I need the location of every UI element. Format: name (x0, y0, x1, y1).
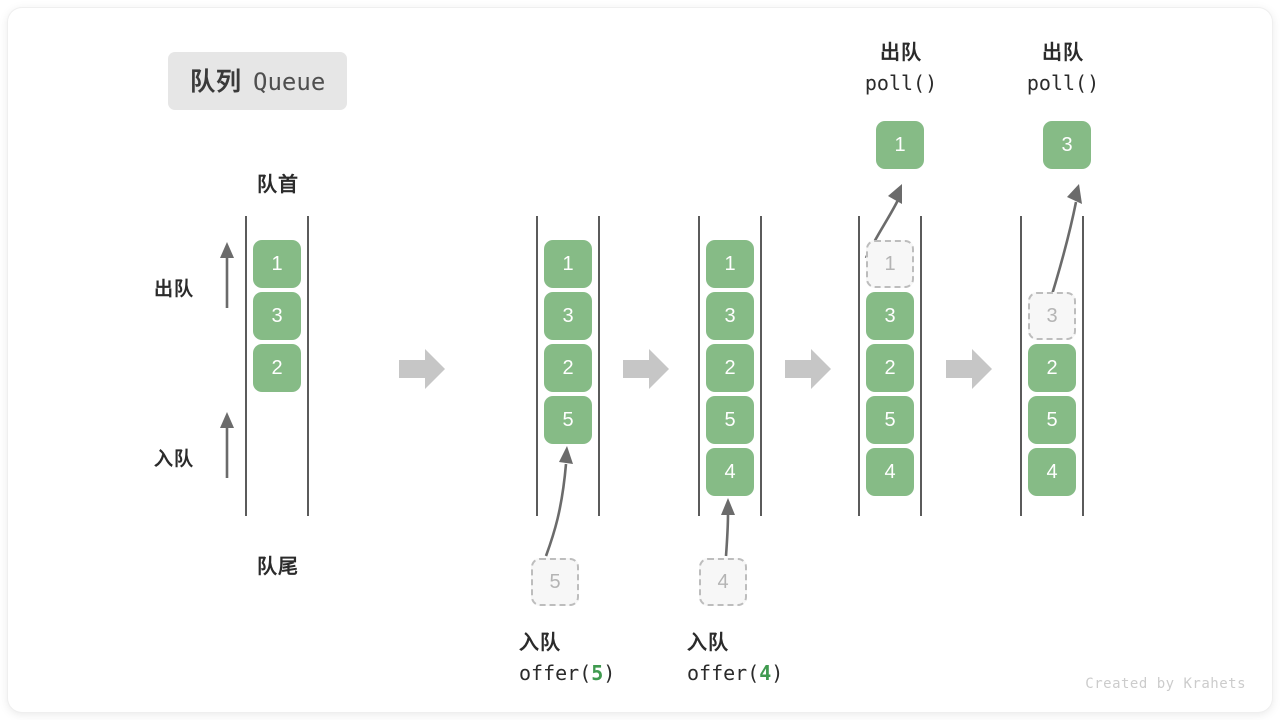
queue-cell: 5 (706, 396, 754, 444)
queue-stage-after-poll-3: 3 2 5 4 (1020, 216, 1084, 516)
queue-tail-label: 队尾 (257, 556, 299, 578)
enqueue-side-label: 入队 (154, 449, 195, 470)
queue-cell: 2 (253, 344, 301, 392)
poll-3-caption: 出队 poll() (963, 38, 1163, 98)
rail-left (245, 216, 247, 516)
title-en: Queue (253, 68, 326, 96)
step-arrow-icon (623, 349, 669, 389)
queue-cell: 1 (544, 240, 592, 288)
rail-left (698, 216, 700, 516)
step-arrow-icon (946, 349, 992, 389)
queue-cell: 2 (544, 344, 592, 392)
poll-3-caption-cn: 出队 (1042, 42, 1084, 64)
queue-cell-ghost: 3 (1028, 292, 1076, 340)
queue-cell: 3 (253, 292, 301, 340)
poll-1-caption-cn: 出队 (880, 42, 922, 64)
queue-cell: 4 (866, 448, 914, 496)
enqueue-5-caption-cn: 入队 (519, 632, 561, 654)
queue-cell: 2 (866, 344, 914, 392)
queue-cell: 4 (706, 448, 754, 496)
queue-cell: 5 (1028, 396, 1076, 444)
poll-1-caption-code: poll() (864, 71, 938, 95)
rail-left (858, 216, 860, 516)
enqueue-4-caption-cn: 入队 (687, 632, 729, 654)
rail-left (1020, 216, 1022, 516)
poll-1-caption: 出队 poll() (801, 38, 1001, 98)
queue-cell: 5 (544, 396, 592, 444)
queue-stage-after-offer-4: 1 3 2 5 4 (698, 216, 762, 516)
queue-cell: 3 (706, 292, 754, 340)
queue-cell: 3 (544, 292, 592, 340)
queue-cell: 5 (866, 396, 914, 444)
dequeue-direction-arrow-icon (220, 242, 234, 308)
enqueue-5-caption: 入队 offer(5) (455, 628, 655, 688)
queue-cell-ghost: 1 (866, 240, 914, 288)
queue-cell: 1 (253, 240, 301, 288)
enqueue-5-arrow-icon (544, 446, 573, 557)
queue-head-label: 队首 (257, 174, 299, 196)
queue-cell: 2 (1028, 344, 1076, 392)
queue-stage-after-offer-5: 1 3 2 5 (536, 216, 600, 516)
incoming-element-4: 4 (699, 558, 747, 606)
dequeue-side-label: 出队 (154, 279, 195, 300)
enqueue-4-caption: 入队 offer(4) (623, 628, 823, 688)
step-arrow-icon (399, 349, 445, 389)
rail-right (1082, 216, 1084, 516)
queue-cell: 1 (706, 240, 754, 288)
poll-3-caption-code: poll() (1026, 71, 1100, 95)
queue-cell: 4 (1028, 448, 1076, 496)
diagram-card: 队列 Queue 队首 队尾 出队 入队 1 3 2 1 3 2 5 5 (8, 8, 1272, 712)
queue-cell: 3 (866, 292, 914, 340)
rail-right (598, 216, 600, 516)
popped-element-3: 3 (1043, 121, 1091, 169)
rail-right (760, 216, 762, 516)
queue-stage-initial: 1 3 2 (245, 216, 309, 516)
enqueue-4-caption-code: offer(4) (687, 661, 784, 685)
enqueue-5-caption-code: offer(5) (519, 661, 616, 685)
rail-left (536, 216, 538, 516)
popped-element-1: 1 (876, 121, 924, 169)
queue-stage-after-poll-1: 1 3 2 5 4 (858, 216, 922, 516)
rail-right (307, 216, 309, 516)
footer-credit: Created by Krahets (1085, 676, 1246, 692)
step-arrow-icon (785, 349, 831, 389)
queue-cell: 2 (706, 344, 754, 392)
title-badge: 队列 Queue (168, 52, 348, 110)
rail-right (920, 216, 922, 516)
enqueue-4-arrow-icon (721, 498, 735, 557)
incoming-element-5: 5 (531, 558, 579, 606)
enqueue-direction-arrow-icon (220, 412, 234, 478)
title-cn: 队列 (190, 68, 243, 96)
